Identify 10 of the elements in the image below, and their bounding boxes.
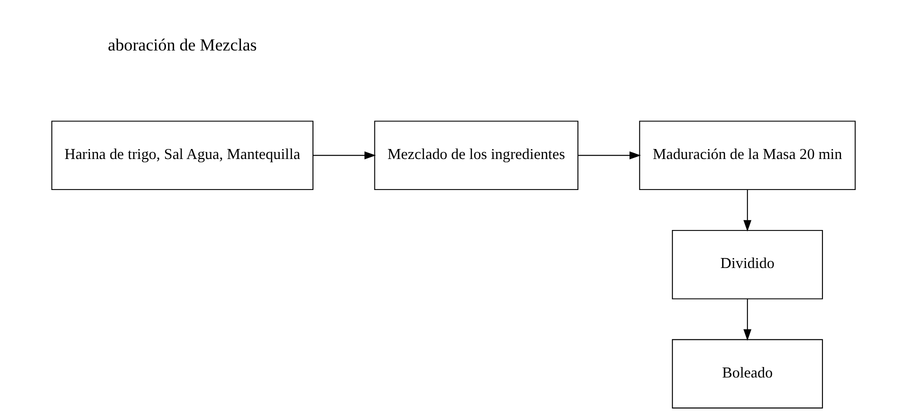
node-box: Mezclado de los ingredientes [374,120,578,190]
node-box: Harina de trigo, Sal Agua, Mantequilla [50,120,313,190]
node-box: Maduración de la Masa 20 min [638,120,856,190]
node-box: Boleado [671,339,822,408]
arrow [577,151,640,160]
label: aboración de Mezclas [107,35,256,54]
arrow [742,189,751,232]
node-box: Dividido [671,230,822,300]
arrow [742,298,751,341]
arrow [312,151,376,160]
